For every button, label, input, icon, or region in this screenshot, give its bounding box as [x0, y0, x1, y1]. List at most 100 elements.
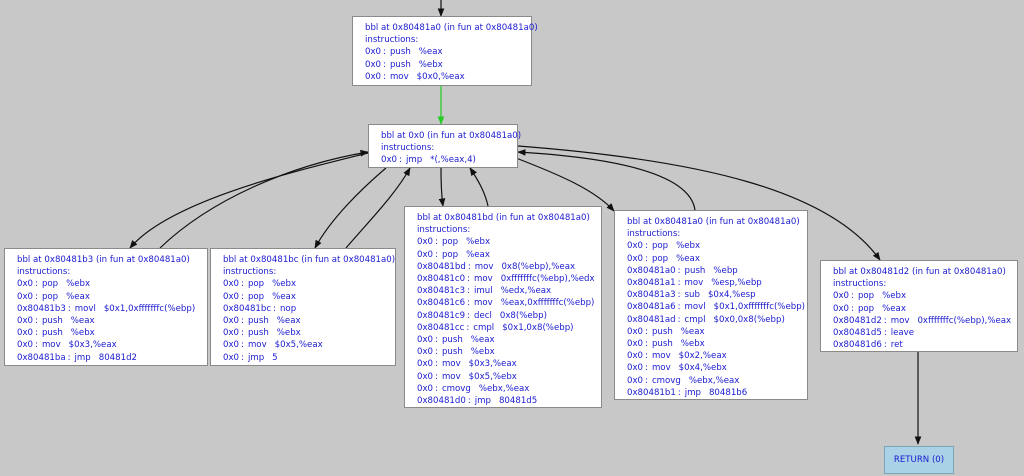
- instruction-address: 0x80481c3: [417, 286, 466, 297]
- instruction-separator: :: [435, 383, 438, 394]
- instruction-operands: %ebx: [418, 59, 443, 70]
- instruction-row: 0x0:pop%eax: [417, 249, 593, 261]
- instruction-opcode: pop: [651, 253, 669, 264]
- instruction-opcode: movl: [684, 302, 706, 313]
- instruction-address: 0x80481d6: [833, 340, 882, 351]
- instruction-row: 0x80481a6:movl$0x1,0xfffffffc(%ebp): [627, 301, 805, 313]
- instruction-separator: :: [435, 237, 438, 248]
- instruction-row: 0x0:pop%eax: [833, 303, 1009, 315]
- return-node[interactable]: RETURN (0): [884, 446, 954, 474]
- instruction-address: 0x80481c9: [417, 310, 466, 321]
- node-title: bbl at 0x80481b3 (in fun at 0x80481a0): [17, 255, 190, 265]
- instruction-address: 0x80481cc: [417, 322, 465, 333]
- instruction-separator: :: [677, 278, 681, 289]
- instruction-row: 0x80481a1:mov%esp,%ebp: [627, 277, 799, 289]
- instruction-separator: :: [383, 59, 386, 70]
- instruction-separator: :: [677, 387, 681, 398]
- instruction-address: 0x80481c6: [417, 298, 466, 309]
- instruction-opcode: jmp: [247, 352, 265, 363]
- instruction-opcode: mov: [890, 315, 910, 326]
- instruction-address: 0x0: [365, 71, 382, 82]
- instruction-separator: :: [467, 261, 471, 272]
- edge-bd-to-dispatch: [469, 167, 489, 207]
- instruction-row: 0x80481c6:mov%eax,0xfffffffc(%ebp): [417, 297, 594, 309]
- instruction-address: 0x0: [223, 279, 240, 290]
- edge-dispatch-to-bc: [314, 167, 387, 249]
- instruction-operands: %eax: [418, 47, 443, 58]
- instruction-operands: $0x0,0x8(%ebp): [713, 314, 785, 325]
- instruction-opcode: pop: [247, 291, 265, 302]
- instruction-address: 0x80481bc: [223, 303, 272, 314]
- node-dispatch[interactable]: bbl at 0x0 (in fun at 0x80481a0) instruct…: [368, 124, 522, 168]
- instruction-address: 0x0: [417, 237, 434, 248]
- node-instructions-header: instructions:: [381, 143, 435, 154]
- node-title: bbl at 0x0 (in fun at 0x80481a0): [381, 131, 522, 141]
- instruction-opcode: push: [651, 339, 673, 350]
- instruction-separator: :: [435, 359, 438, 370]
- instruction-address: 0x80481d0: [417, 396, 466, 407]
- instruction-opcode: pop: [857, 291, 875, 302]
- instruction-operands: 0xfffffffc(%ebp),%eax: [917, 315, 1012, 326]
- instruction-separator: :: [35, 328, 38, 339]
- instruction-operands: 80481b6: [708, 387, 748, 398]
- instruction-row: 0x0:push%ebx: [627, 338, 799, 350]
- instruction-separator: :: [466, 322, 470, 333]
- instruction-address: 0x80481c0: [417, 274, 466, 285]
- instruction-row: 0x0:mov$0x3,%eax: [17, 339, 199, 351]
- edge-a0b-to-dispatch: [517, 149, 696, 211]
- node-bc[interactable]: bbl at 0x80481bc (in fun at 0x80481a0)in…: [210, 248, 396, 366]
- instruction-operands: %eax: [676, 253, 700, 264]
- node-instructions-header: instructions:: [365, 35, 419, 46]
- instruction-row: 0x0:cmovg%ebx,%eax: [627, 375, 799, 387]
- instruction-opcode: push: [41, 328, 63, 339]
- node-d2[interactable]: bbl at 0x80481d2 (in fun at 0x80481a0)in…: [820, 260, 1018, 352]
- instruction-opcode: mov: [474, 298, 493, 309]
- instruction-address: 0x80481b1: [627, 387, 676, 398]
- node-a0b[interactable]: bbl at 0x80481a0 (in fun at 0x80481a0)in…: [614, 210, 808, 400]
- instruction-operands: $0x1,0xfffffffc(%ebp): [103, 303, 196, 314]
- instruction-row: 0x0:mov $0x0,%eax: [365, 71, 523, 83]
- instruction-address: 0x0: [223, 291, 240, 302]
- instruction-operands: $0x3,%eax: [468, 359, 517, 370]
- instruction-separator: :: [645, 339, 648, 350]
- node-b3[interactable]: bbl at 0x80481b3 (in fun at 0x80481a0)in…: [4, 248, 208, 366]
- edge-dispatch-to-b3: [129, 152, 369, 249]
- instruction-row: 0x0:pop%ebx: [223, 278, 387, 290]
- instruction-opcode: pop: [651, 241, 669, 252]
- node-bd[interactable]: bbl at 0x80481bd (in fun at 0x80481a0)in…: [404, 206, 602, 408]
- instruction-separator: :: [241, 340, 244, 351]
- instruction-separator: :: [467, 274, 470, 285]
- instruction-row: 0x80481cc:cmpl$0x1,0x8(%ebp): [417, 322, 593, 334]
- instruction-operands: %ebp: [713, 265, 738, 276]
- instruction-opcode: mov: [441, 359, 461, 370]
- instruction-operands: %ebx,%eax: [688, 375, 740, 386]
- instruction-opcode: jmp: [474, 396, 491, 407]
- instruction-operands: $0x4,%esp: [707, 290, 756, 301]
- instruction-separator: :: [645, 363, 648, 374]
- instruction-operands: 80481d2: [98, 352, 138, 363]
- instruction-row: 0x80481ad:cmpl$0x0,0x8(%ebp): [627, 314, 799, 326]
- instruction-address: 0x0: [833, 303, 850, 314]
- node-entry[interactable]: bbl at 0x80481a0 (in fun at 0x80481a0)in…: [352, 16, 538, 86]
- instruction-separator: :: [851, 291, 854, 302]
- instruction-operands: %ebx: [470, 347, 495, 358]
- instruction-address: 0x0: [627, 351, 644, 362]
- instruction-address: 0x0: [627, 241, 644, 252]
- instruction-opcode: mov: [684, 278, 704, 289]
- node-instructions-header: instructions:: [833, 279, 887, 290]
- instruction-separator: :: [645, 253, 648, 264]
- instruction-address: 0x0: [627, 375, 644, 386]
- instruction-row: 0x80481d5:leave: [833, 327, 1009, 339]
- instruction-operands: $0x0,%eax: [416, 71, 465, 82]
- instruction-opcode: pop: [41, 279, 59, 290]
- instruction-opcode: imul: [474, 286, 493, 297]
- instruction-opcode: mov: [474, 261, 494, 272]
- instruction-operands: %ebx: [272, 279, 297, 290]
- instruction-opcode: decl: [474, 310, 492, 321]
- instruction-address: 0x0: [365, 47, 382, 58]
- instruction-row: 0x0:pop%eax: [17, 291, 199, 303]
- instruction-separator: :: [383, 71, 386, 82]
- instruction-opcode: mov: [389, 71, 409, 82]
